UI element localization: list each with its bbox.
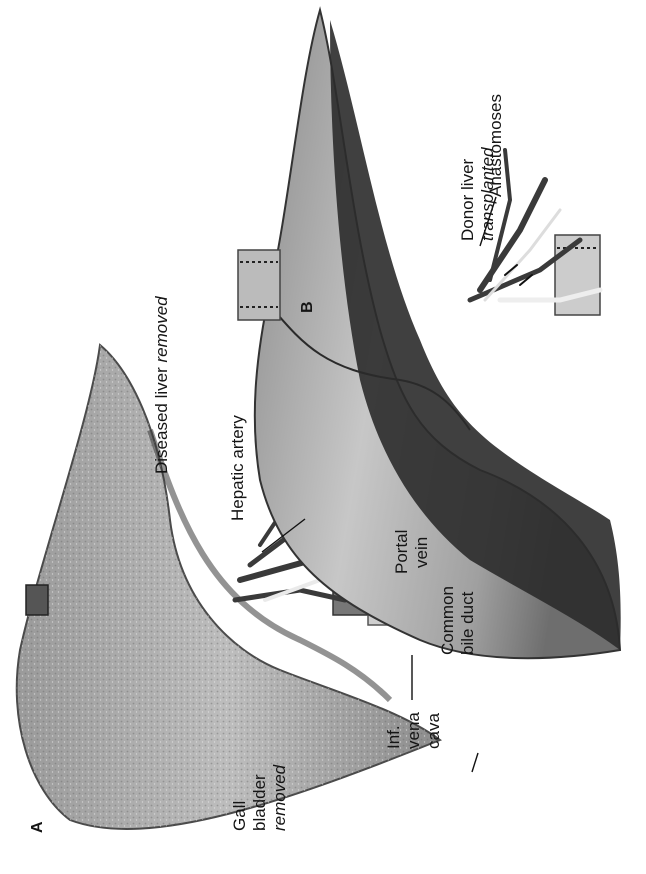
common-bile-duct-line1: Common (438, 586, 458, 655)
portal-vein-label: Portal vein (392, 530, 432, 574)
panel-b-title-line1: Donor liver (458, 147, 478, 241)
common-bile-duct-label: Common bile duct (438, 586, 478, 655)
panel-a-title-line1: Diseased liver (152, 367, 171, 474)
panel-a-title: Diseased liver removed (152, 296, 171, 474)
common-bile-duct-line2: bile duct (458, 586, 478, 655)
inf-vena-cava-label: Inf. vena cava (384, 712, 444, 749)
inf-vena-cava-line3: cava (424, 712, 444, 749)
inf-vena-cava-line2: vena (404, 712, 424, 749)
panel-a-letter: A (28, 821, 47, 833)
hepatic-artery-label: Hepatic artery (228, 415, 247, 521)
gallbladder-line3: removed (270, 765, 289, 831)
anastomoses-label: Anastomoses (486, 94, 505, 197)
gallbladder-label: Gall bladder removed (230, 765, 290, 831)
panel-b-letter: B (298, 301, 317, 313)
inf-vena-cava-line1: Inf. (384, 712, 404, 749)
panel-a-title-italic: removed (152, 296, 171, 362)
gallbladder-line2: bladder (250, 765, 270, 831)
portal-vein-line1: Portal (392, 530, 412, 574)
portal-vein-line2: vein (412, 530, 432, 574)
gallbladder-line1: Gall (230, 765, 250, 831)
